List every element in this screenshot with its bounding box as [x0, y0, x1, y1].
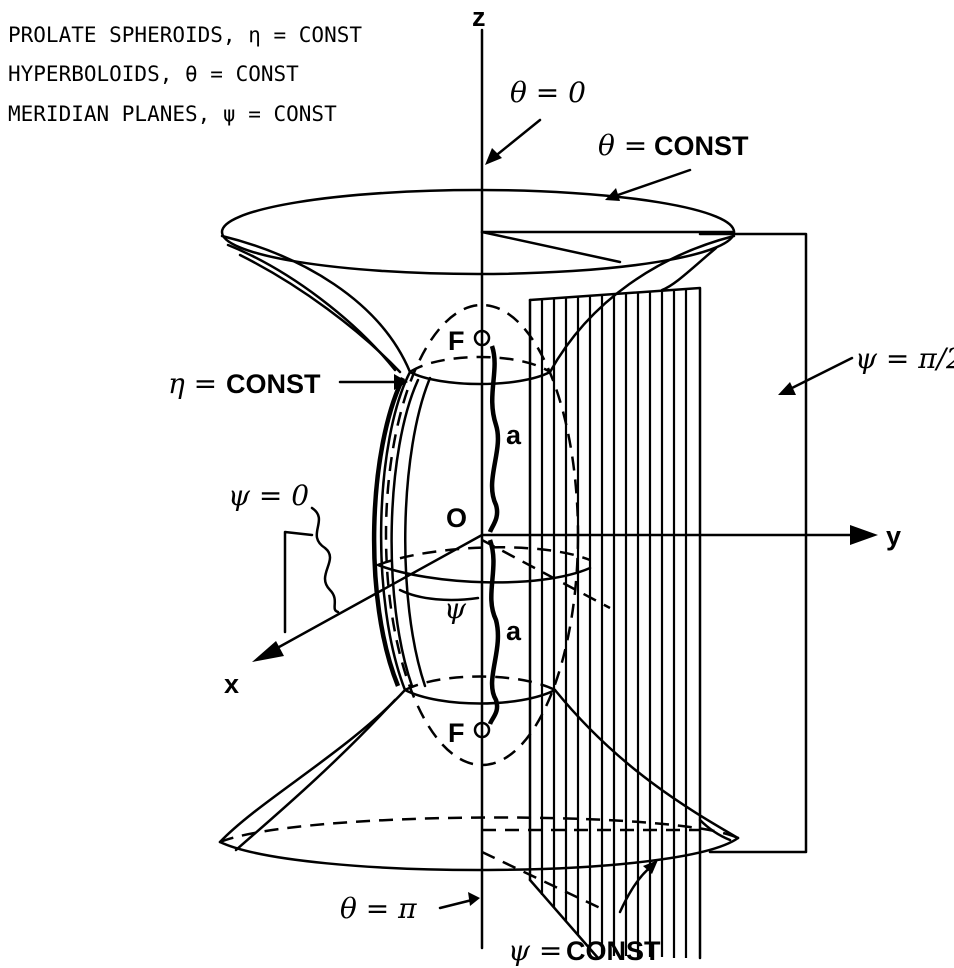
theta-const-leader: [613, 168, 692, 198]
lower-hyperboloid-rim-front: [218, 836, 740, 872]
foci: F F a a: [448, 326, 522, 748]
x-axis-label: x: [224, 669, 239, 699]
lower-hyperboloid-left-profile: [218, 688, 407, 844]
psi-half-pi-bracket: [698, 232, 808, 854]
lower-focus-marker: [473, 721, 491, 739]
theta-pi-leader: [438, 898, 474, 910]
z-axis-label: z: [472, 2, 486, 32]
upper-neck-front: [408, 370, 552, 386]
psi-const-label-lhs: ψ =: [508, 934, 562, 967]
eta-const-label-lhs: η =: [168, 367, 217, 400]
lower-hyperboloid-right-profile: [553, 688, 740, 840]
theta-const-label-lhs: θ =: [598, 129, 647, 162]
legend-meridian-planes: MERIDIAN PLANES, ψ = CONST: [8, 102, 337, 126]
bracket-outline: [698, 232, 808, 854]
psi-angle-arc: [398, 588, 480, 602]
upper-a-label: a: [506, 420, 522, 450]
y-axis-arrowhead: [850, 525, 878, 545]
psi-angle-label: ψ: [444, 592, 467, 625]
psi-half-pi-label: ψ = π/2: [855, 342, 954, 375]
spheroid-left-outline: [379, 370, 412, 692]
theta-zero-leader: [491, 118, 542, 160]
theta-zero-label: θ = 0: [510, 76, 586, 109]
legend-hyperboloids: HYPERBOLOIDS, θ = CONST: [8, 62, 299, 86]
meridian-plane-psi-const: [528, 286, 702, 960]
psi-zero-plane: [283, 506, 340, 634]
psi-const-leader: [618, 864, 654, 914]
lower-neck-back: [404, 675, 556, 692]
theta-pi-label: θ = π: [340, 892, 417, 925]
y-axis-label: y: [886, 521, 901, 551]
upper-focus-marker: [473, 329, 491, 347]
lower-a-brace: [487, 539, 501, 725]
psi-const-label-rhs: CONST: [566, 936, 661, 966]
theta-const-label-rhs: CONST: [654, 131, 749, 161]
meridian-plane-hatching: [540, 289, 688, 958]
upper-focus-label: F: [448, 326, 465, 356]
legend-prolate-spheroids: PROLATE SPHEROIDS, η = CONST: [8, 23, 362, 47]
meridian-plane-outline: [528, 286, 702, 960]
legend: PROLATE SPHEROIDS, η = CONST HYPERBOLOID…: [8, 23, 362, 126]
upper-a-brace: [487, 345, 501, 533]
upper-hyperboloid-left-profile: [220, 234, 412, 374]
psi-half-pi-leader: [786, 356, 854, 392]
equator-front: [376, 563, 592, 584]
lower-neck-front: [403, 688, 557, 705]
lower-hyperboloid: [218, 688, 740, 872]
psi-zero-label: ψ = 0: [228, 479, 309, 512]
x-axis: [268, 533, 484, 654]
upper-neck-back: [409, 355, 551, 374]
lower-a-label: a: [506, 616, 522, 646]
x-axis-arrowhead: [252, 641, 284, 662]
axes: z y x O: [224, 2, 901, 950]
origin-label: O: [446, 503, 467, 533]
leader-arrows: [338, 118, 854, 914]
eta-const-label-rhs: CONST: [226, 369, 321, 399]
annotation-labels: θ = 0 θ = CONST η = CONST ψ = 0 ψ = π/2 …: [168, 76, 954, 967]
lower-focus-label: F: [448, 718, 465, 748]
